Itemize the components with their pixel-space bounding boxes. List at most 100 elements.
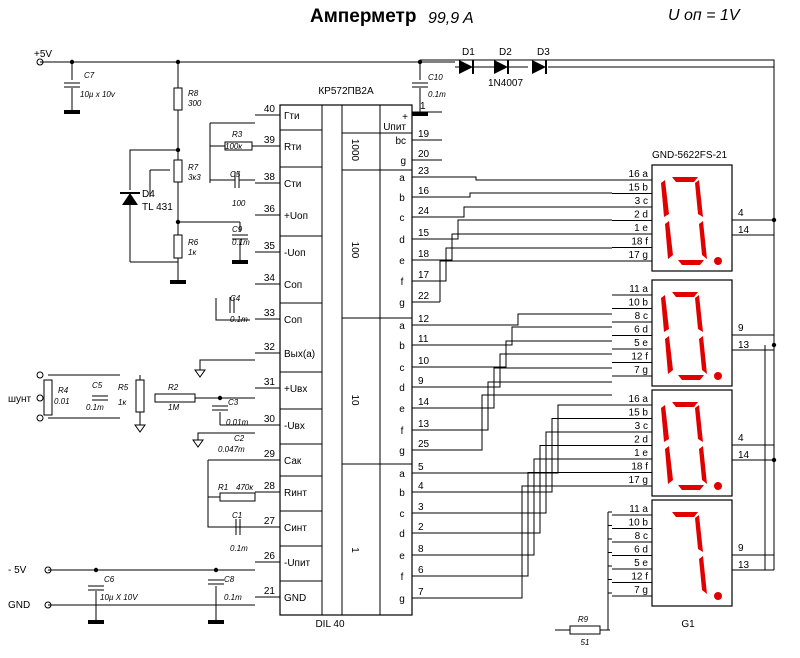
r7: [173, 159, 183, 183]
ic-pin-number: 35: [264, 241, 276, 252]
segment-route: [440, 176, 612, 181]
ic-pin-number: 23: [418, 166, 430, 177]
terminal: [36, 394, 44, 402]
c5a-ref: C5: [230, 170, 241, 179]
segment-route: [440, 418, 612, 493]
junction-dot: [213, 567, 219, 573]
gnd-label: GND: [8, 600, 30, 611]
ground-symbol: [88, 620, 104, 624]
ic-pin-label: bc: [395, 136, 406, 147]
ic-pin-number: 21: [264, 586, 276, 597]
display-segment: [665, 221, 673, 259]
junction-dot: [217, 395, 223, 401]
display-segment: [665, 336, 673, 374]
d3-label: D3: [537, 47, 550, 58]
display-pin-label: 15 b: [629, 408, 649, 419]
r4: [43, 379, 53, 416]
ic-pin-number: 18: [418, 249, 430, 260]
ic-segment-letter: e: [399, 551, 405, 562]
r2-value: 1M: [168, 403, 179, 412]
ic-pin-number: 15: [418, 228, 430, 239]
c2-ref: C2: [234, 434, 245, 443]
ic-pin-number: 39: [264, 135, 276, 146]
display-part-name: GND-5622FS-21: [652, 150, 727, 161]
c9-value: 0.1m: [232, 238, 250, 247]
ic-pin-number: 33: [264, 308, 276, 319]
ic-pin-number: 3: [418, 502, 424, 513]
display-common-pin: 4: [738, 433, 744, 444]
display-segment: [695, 405, 703, 442]
display-pin-label: 5 e: [634, 338, 648, 349]
display-segment: [695, 180, 703, 217]
ic-pin-label: -Uоп: [284, 248, 306, 259]
ground-symbol: [232, 260, 248, 264]
ic-pin-label: Uпит: [383, 122, 406, 133]
segment-route: [440, 353, 612, 388]
segment-route: [440, 313, 612, 326]
ic-segment-letter: b: [399, 341, 405, 352]
display-digit-body: [651, 164, 733, 272]
ic-pin-label: Синт: [284, 523, 307, 534]
r8-value: 300: [188, 99, 202, 108]
segment-route: [440, 206, 612, 218]
c8-value: 0.1m: [224, 593, 242, 602]
r3-value: 100к: [225, 142, 243, 151]
display-pin-label: 16 a: [629, 394, 649, 405]
display-segment: [699, 446, 707, 484]
r5-value: 1к: [118, 398, 127, 407]
r9-value: 51: [581, 638, 590, 647]
ground-arrow: [194, 369, 206, 378]
ic-pin-number: 8: [418, 544, 424, 555]
c7-value: 10µ x 10v: [80, 90, 116, 99]
c5b-ref: C5: [92, 381, 103, 390]
display-segment: [699, 221, 707, 259]
ic-segment-letter: e: [399, 404, 405, 415]
ic-package: DIL 40: [315, 619, 345, 630]
segment-route: [440, 381, 612, 431]
c3-value: 0.01m: [226, 418, 249, 427]
display-pin-label: 10 b: [629, 298, 649, 309]
display-decimal-point: [714, 257, 722, 265]
segment-route: [440, 219, 612, 240]
display-digit-body: [651, 279, 733, 387]
ic-pin-number: 22: [418, 291, 430, 302]
ic-segment-letter: c: [400, 509, 405, 520]
d2-label: D2: [499, 47, 512, 58]
display-segment: [672, 177, 698, 182]
display-common-pin: 14: [738, 450, 750, 461]
r5: [135, 379, 145, 413]
wire: [197, 432, 255, 440]
ic-pin-number: 26: [264, 551, 276, 562]
ic-name: КР572ПВ2А: [318, 86, 374, 97]
segment-route: [439, 260, 612, 302]
ic-pin-label: -Uвх: [284, 421, 305, 432]
ic-pin-label: Rти: [284, 142, 301, 153]
ic-pin-number: 20: [418, 149, 430, 160]
ic-segment-letter: f: [401, 277, 404, 288]
r1-ref: R1: [218, 483, 228, 492]
ic-segment-letter: d: [399, 235, 405, 246]
display-pin-label: 18 f: [631, 462, 648, 473]
ic-pin-number: 1: [420, 101, 426, 112]
display-pin-label: 10 b: [629, 518, 649, 529]
display-segment: [672, 512, 698, 517]
range-label: 99,9 A: [428, 10, 474, 27]
ic-segment-letter: a: [399, 469, 405, 480]
ic-pin-number: 36: [264, 204, 276, 215]
ic-pin-number: 24: [418, 206, 430, 217]
ic-group-label: 10: [349, 394, 360, 406]
display-digit-body: [651, 499, 733, 607]
display-pin-label: 6 d: [634, 325, 648, 336]
ic-segment-letter: g: [399, 594, 405, 605]
r2-ref: R2: [168, 383, 179, 392]
r6-ref: R6: [188, 238, 199, 247]
segment-route: [440, 485, 612, 599]
junction-dot: [771, 217, 777, 223]
c8-ref: C8: [224, 575, 235, 584]
r6: [173, 234, 183, 259]
display-segment: [695, 515, 703, 552]
ic-pin-number: 6: [418, 565, 424, 576]
ic-pin-number: 29: [264, 449, 276, 460]
display-common-pin: 14: [738, 225, 750, 236]
junction-dot: [771, 457, 777, 463]
